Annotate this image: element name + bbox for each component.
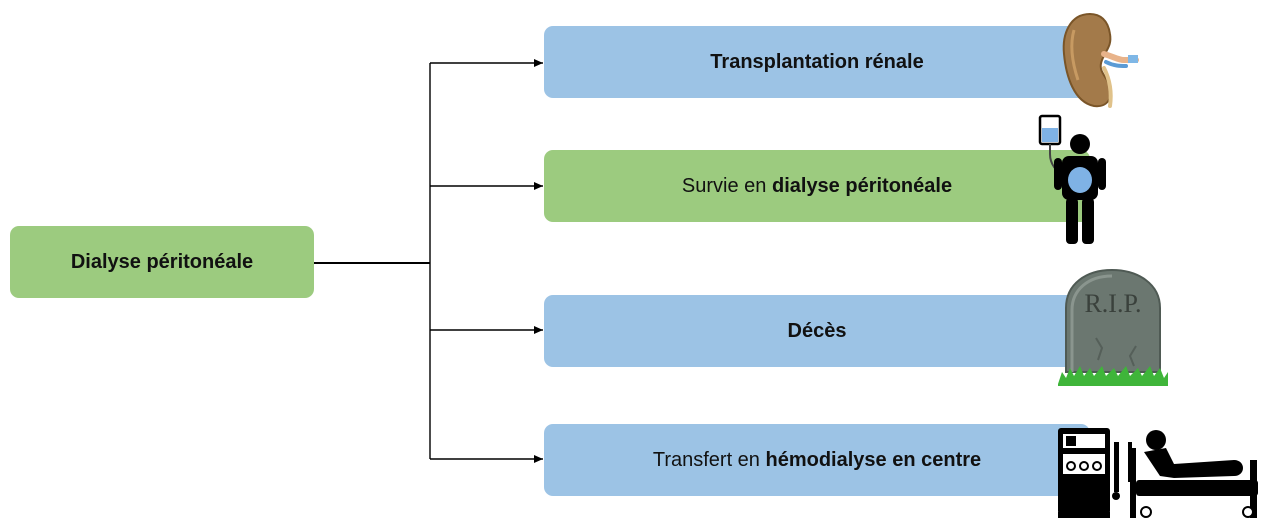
outcome-label: Transfert en hémodialyse en centre (652, 448, 982, 471)
peritoneal-dialysis-patient-icon (1038, 114, 1106, 244)
tombstone-text: R.I.P. (1084, 289, 1141, 318)
outcome-label: Décès (787, 319, 847, 342)
source-box-peritoneal-dialysis: Dialyse péritonéale (10, 226, 314, 298)
outcome-label: Transplantation rénale (710, 50, 924, 73)
outcome-box-transplantation: Transplantation rénale (544, 26, 1090, 98)
tombstone-icon: R.I.P. (1058, 268, 1168, 386)
outcome-box-peritoneal-survival: Survie en dialyse péritonéale (544, 150, 1090, 222)
kidney-icon (1062, 12, 1139, 108)
source-label: Dialyse péritonéale (70, 250, 254, 273)
outcome-box-death: Décès (544, 295, 1090, 367)
outcome-box-hemodialysis-transfer: Transfert en hémodialyse en centre (544, 424, 1090, 496)
outcome-label: Survie en dialyse péritonéale (681, 174, 953, 197)
hemodialysis-machine-bed-icon (1058, 428, 1258, 518)
